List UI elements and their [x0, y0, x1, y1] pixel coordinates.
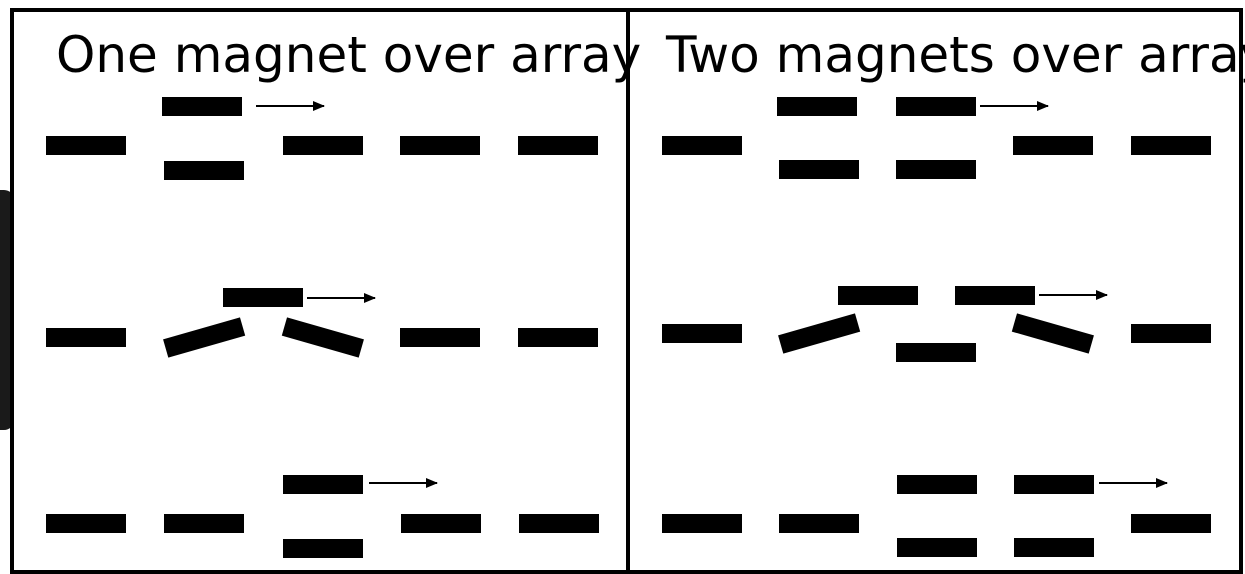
array-magnet	[400, 136, 480, 155]
right-panel-title: Two magnets over array	[666, 26, 1245, 84]
array-magnet	[1131, 136, 1211, 155]
array-magnet-tilted	[281, 317, 364, 358]
array-magnet	[896, 343, 976, 362]
array-magnet	[519, 514, 599, 533]
array-magnet	[518, 136, 598, 155]
array-magnet	[46, 514, 126, 533]
left-panel-title: One magnet over array	[56, 26, 642, 84]
array-magnet	[518, 328, 598, 347]
moving-magnet	[955, 286, 1035, 305]
array-magnet-tilted	[778, 313, 861, 354]
moving-magnet	[223, 288, 303, 307]
array-magnet	[779, 160, 859, 179]
array-magnet	[1014, 538, 1094, 557]
moving-magnet	[283, 475, 363, 494]
right-panel-frame	[626, 8, 1243, 574]
array-magnet	[164, 514, 244, 533]
array-magnet	[283, 539, 363, 558]
array-magnet	[46, 136, 126, 155]
array-magnet	[401, 514, 481, 533]
array-magnet	[662, 136, 742, 155]
moving-magnet	[897, 475, 977, 494]
array-magnet	[1131, 514, 1211, 533]
right-row-1	[662, 97, 1211, 179]
moving-magnet	[838, 286, 918, 305]
array-magnet	[662, 514, 742, 533]
array-magnet	[897, 538, 977, 557]
right-row-2	[662, 286, 1211, 362]
array-magnet-tilted	[1011, 313, 1094, 354]
array-magnet	[779, 514, 859, 533]
left-row-2	[46, 288, 598, 358]
array-magnet	[400, 328, 480, 347]
moving-magnet	[162, 97, 242, 116]
array-magnet-tilted	[163, 317, 246, 358]
array-magnet	[1013, 136, 1093, 155]
array-magnet	[283, 136, 363, 155]
moving-magnet	[896, 97, 976, 116]
moving-magnet	[1014, 475, 1094, 494]
array-magnet	[46, 328, 126, 347]
array-magnet	[164, 161, 244, 180]
left-row-3	[46, 475, 599, 558]
right-row-3	[662, 475, 1211, 557]
array-magnet	[662, 324, 742, 343]
left-row-1	[46, 97, 598, 180]
array-magnet	[896, 160, 976, 179]
array-magnet	[1131, 324, 1211, 343]
moving-magnet	[777, 97, 857, 116]
